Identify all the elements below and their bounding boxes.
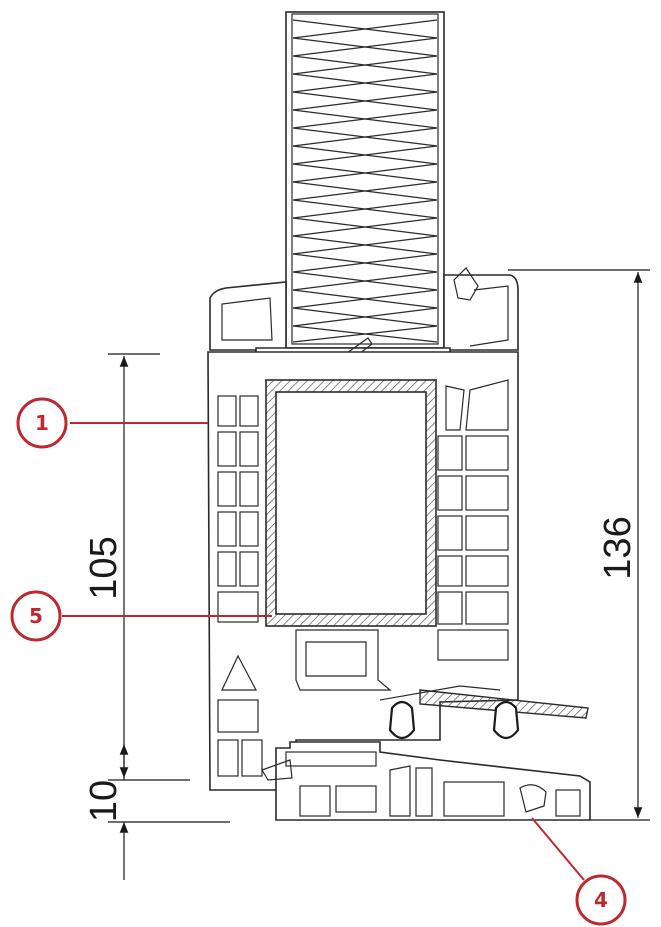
callout-5-number: 5 (29, 604, 43, 628)
dimension-105-label: 105 (83, 536, 125, 599)
dimension-10-label: 10 (83, 780, 125, 822)
insulation-zigzag (292, 19, 438, 343)
dimension-136: 136 (508, 269, 650, 821)
callout-4-number: 4 (594, 888, 608, 912)
insulated-glazing-panel (285, 11, 445, 349)
steel-reinforcement (265, 379, 437, 627)
dimension-136-label: 136 (597, 516, 639, 579)
dimension-10: 10 (83, 744, 230, 880)
callout-1: 1 (16, 397, 208, 449)
dimension-105: 105 (83, 353, 190, 781)
gaskets (388, 700, 520, 740)
callout-1-number: 1 (35, 411, 49, 435)
callout-5: 5 (10, 590, 272, 642)
frame-profile (261, 741, 591, 821)
callout-4: 4 (531, 817, 627, 926)
